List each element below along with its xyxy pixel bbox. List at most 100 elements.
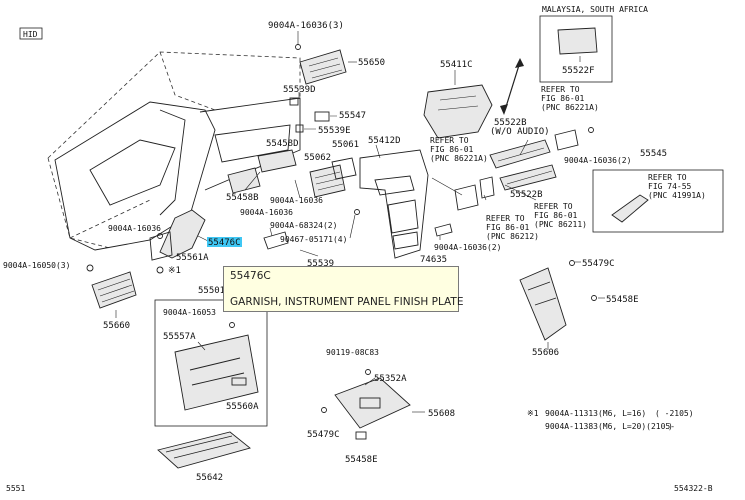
center-panel-display [374, 175, 415, 196]
svg-text:(PNC 86221A): (PNC 86221A) [430, 154, 488, 163]
region-note: MALAYSIA, SOUTH AFRICA [542, 5, 648, 14]
callout-55650: 55650 [358, 58, 385, 68]
clip-55479c-bottom [321, 407, 327, 413]
glove-box-latch [231, 377, 247, 386]
callout-74635: 74635 [420, 255, 447, 265]
tray-ribs [165, 435, 239, 459]
bracket-55606 [519, 267, 567, 341]
callout-55061: 55061 [332, 140, 359, 150]
callout-55458b: 55458B [226, 193, 259, 203]
bracket-90467 [263, 231, 289, 250]
clip-68324 [354, 209, 360, 215]
center-panel-lower [392, 231, 419, 250]
dashboard-center-frame [159, 109, 186, 216]
bracket-55606-ribs [527, 281, 557, 306]
svg-text:FIG 86-01: FIG 86-01 [486, 223, 530, 232]
callout-55352a: 55352A [374, 374, 407, 384]
svg-text:REFER TO: REFER TO [534, 202, 573, 211]
callout-55476c[interactable]: 55476C [208, 238, 241, 248]
reference-box-55545 [592, 169, 724, 233]
callout-9004a-16036-top: 9004A-16036(3) [268, 21, 344, 31]
callout-9004a-16036-c: 9004A-16036 [108, 224, 161, 233]
dashboard-upper-section [199, 97, 301, 191]
callout-55606: 55606 [532, 348, 559, 358]
callout-55501: 55501 [198, 286, 225, 296]
callout-55608: 55608 [428, 409, 455, 419]
part-74635-bracket [434, 223, 453, 237]
screw-icon [588, 127, 594, 133]
callout-wo-audio: (W/O AUDIO) [490, 127, 550, 137]
callout-55522b-mid: 55522B [510, 190, 543, 200]
callout-55547: 55547 [339, 111, 366, 121]
callout-arrow [504, 61, 521, 111]
svg-text:REFER TO: REFER TO [541, 85, 580, 94]
svg-text:): ) [668, 422, 673, 431]
callout-9004a-16036-a: 9004A-16036 [270, 196, 323, 205]
footer-left: 5551 [6, 484, 25, 493]
svg-text:REFER TO: REFER TO [648, 173, 687, 182]
clip-16053 [229, 322, 235, 328]
svg-text:(PNC 86211): (PNC 86211) [534, 220, 587, 229]
callout-55458e-right: 55458E [606, 295, 639, 305]
vent-55061 [331, 157, 357, 180]
svg-text:REFER TO: REFER TO [486, 214, 525, 223]
center-panel-55412d [359, 149, 429, 259]
svg-text:※1: ※1 [527, 409, 539, 418]
callout-55062: 55062 [304, 153, 331, 163]
callout-55539d: 55539D [283, 85, 316, 95]
svg-text:REFER TO: REFER TO [430, 136, 469, 145]
part-55547 [314, 111, 330, 122]
svg-text:9004A-11313(M6, L=16): 9004A-11313(M6, L=16) [545, 409, 646, 418]
cover-55411c [423, 84, 493, 139]
clip-55352a [365, 369, 371, 375]
svg-text:9004A-11383(M6, L=20)(2105-: 9004A-11383(M6, L=20)(2105- [545, 422, 675, 431]
footnote-2: 9004A-11383(M6, L=20)(2105- ) [545, 422, 675, 431]
dashboard-panel [89, 139, 176, 206]
callout-55539: 55539 [307, 259, 334, 269]
svg-text:FIG 86-01: FIG 86-01 [534, 211, 578, 220]
switch-86221a [454, 184, 479, 211]
callout-9004a-16036-d: 9004A-16036(2) [434, 243, 501, 252]
glove-box-frame [154, 299, 268, 427]
callout-x1-left: ※1 [168, 266, 181, 276]
callout-90119-08c83: 90119-08C83 [326, 348, 379, 357]
switch-panel-55522b-top [489, 139, 551, 169]
svg-text:(PNC 86212): (PNC 86212) [486, 232, 539, 241]
footer-right: 554322-B [674, 484, 713, 493]
callout-9004a-16036-r2: 9004A-16036(2) [564, 156, 631, 165]
callout-9004a-16036-b: 9004A-16036 [240, 208, 293, 217]
callout-55561a: 55561A [176, 253, 209, 263]
glove-box-ribs [189, 357, 245, 386]
vent-55062 [309, 164, 346, 198]
svg-text:FIG 86-01: FIG 86-01 [430, 145, 474, 154]
garnish-55476c [159, 209, 206, 259]
part-55539d [289, 97, 299, 106]
part-55561a [149, 231, 173, 261]
callout-55545: 55545 [640, 149, 667, 159]
part-55539e [295, 124, 304, 133]
callout-55479c-bottom: 55479C [307, 430, 340, 440]
clip-55561a [156, 266, 164, 274]
callout-55557a: 55557A [163, 332, 196, 342]
callout-55539e: 55539E [318, 126, 351, 136]
glove-box-55560a [174, 334, 259, 411]
reference-86211: REFER TO FIG 86-01 (PNC 86211) [534, 202, 587, 229]
panel-55608-slot [359, 397, 381, 409]
reference-86221a-top: REFER TO FIG 86-01 (PNC 86221A) [541, 85, 599, 112]
arrow-head-up [515, 58, 524, 68]
callout-55522f: 55522F [562, 66, 595, 76]
tooltip-part-description: GARNISH, INSTRUMENT PANEL FINISH PLATE [230, 296, 464, 308]
switch-86212 [479, 176, 495, 199]
callout-55458e-bottom: 55458E [345, 455, 378, 465]
clip-55479c-right [569, 260, 575, 266]
center-panel-controls [387, 199, 419, 234]
callout-55522b-top: 55522B [494, 118, 527, 128]
clip-55458e-right [591, 295, 597, 301]
switch-panel-55522b-mid [499, 164, 557, 191]
part-55522f [557, 27, 598, 55]
svg-text:( -2105): ( -2105) [655, 409, 694, 418]
tooltip-part-code: 55476C [230, 270, 271, 282]
callout-55411c: 55411C [440, 60, 473, 70]
